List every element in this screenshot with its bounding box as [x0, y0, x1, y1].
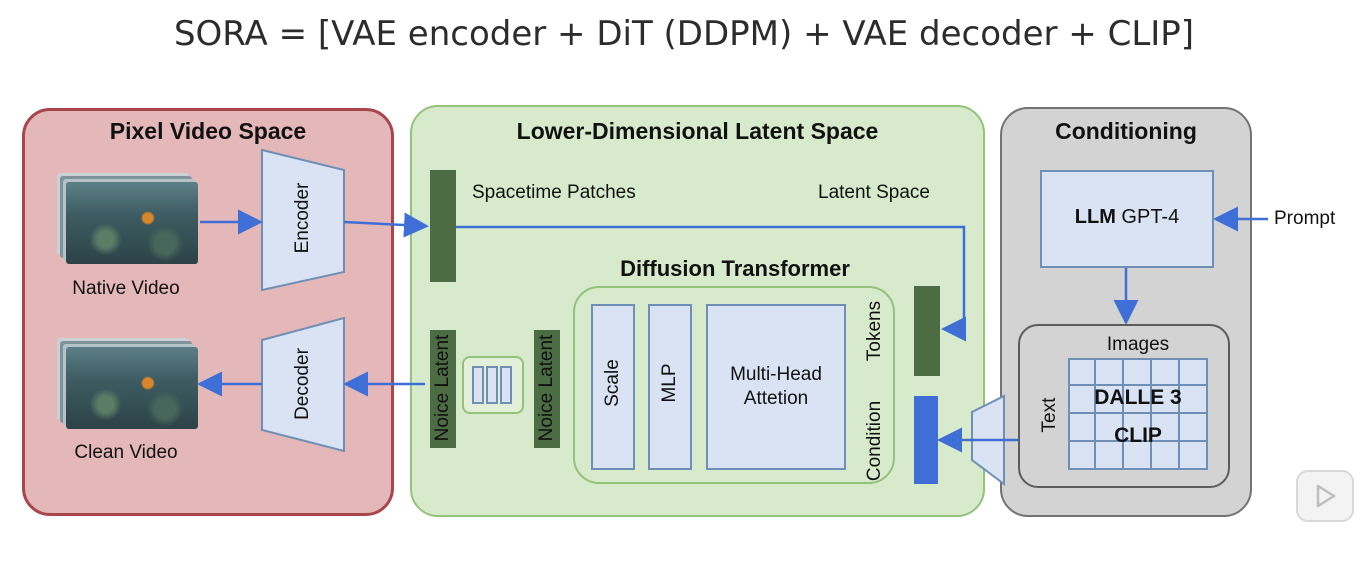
- spacetime-patches-label: Spacetime Patches: [472, 182, 636, 203]
- latent-frame: [472, 366, 484, 404]
- grid-cell: [1068, 358, 1096, 386]
- scale-label: Scale: [602, 359, 623, 407]
- mlp-block: [648, 304, 692, 470]
- clean-video-thumbnail: [66, 347, 198, 429]
- native-video-label: Native Video: [72, 278, 180, 299]
- grid-cell: [1178, 358, 1208, 386]
- arrow-encoder-to-patches: [343, 212, 429, 238]
- noise-latent-left-label: Noice Latent: [432, 334, 453, 442]
- latent-panel-title: Lower-Dimensional Latent Space: [516, 118, 879, 144]
- tokens-label: Tokens: [864, 300, 885, 362]
- text-label: Text: [1039, 397, 1060, 433]
- play-button-icon: [1316, 484, 1336, 508]
- clip-label: CLIP: [1114, 424, 1162, 447]
- scale-block: [591, 304, 635, 470]
- latent-frame: [500, 366, 512, 404]
- diagram-title: SORA = [VAE encoder + DiT (DDPM) + VAE d…: [173, 14, 1195, 54]
- encoder-label: Encoder: [292, 182, 313, 254]
- diffusion-transformer-title: Diffusion Transformer: [620, 256, 850, 281]
- attention-label-line2: Attetion: [743, 388, 809, 409]
- latent-space-label: Latent Space: [818, 182, 930, 203]
- llm-bold-label: LLM: [1074, 206, 1116, 228]
- llm-model-label: GPT-4: [1121, 206, 1180, 228]
- mlp-label: MLP: [659, 363, 680, 403]
- pixel-panel-title: Pixel Video Space: [109, 118, 307, 144]
- encoder-shape: [261, 148, 345, 292]
- decoder-shape: [261, 316, 345, 453]
- latent-stack: [462, 356, 524, 414]
- grid-cell: [1094, 358, 1124, 386]
- latent-frame: [486, 366, 498, 404]
- conditioning-panel-title: Conditioning: [1055, 118, 1197, 144]
- grid-cell: [1150, 358, 1180, 386]
- decoder-label: Decoder: [292, 348, 313, 420]
- noise-latent-right-label: Noice Latent: [536, 334, 557, 442]
- play-button[interactable]: [1296, 470, 1354, 522]
- spacetime-patches-bar: [430, 170, 456, 282]
- grid-cell: [1178, 440, 1208, 470]
- arrow-patches-to-tokens: [456, 225, 966, 342]
- llm-box: [1040, 170, 1214, 268]
- grid-cell: [1178, 412, 1208, 442]
- prompt-label: Prompt: [1274, 208, 1336, 229]
- grid-cell: [1068, 440, 1096, 470]
- clean-video-label: Clean Video: [74, 442, 178, 463]
- grid-cell: [1094, 440, 1124, 470]
- condition-label: Condition: [864, 400, 885, 482]
- clip-grid: [1068, 358, 1208, 470]
- condition-bar: [914, 396, 938, 484]
- diffusion-transformer-box: [573, 286, 895, 484]
- dalle-label: DALLE 3: [1094, 386, 1182, 409]
- noise-latent-right-bar: [534, 330, 560, 448]
- llm-text: LLM GPT-4: [1040, 206, 1214, 229]
- images-label: Images: [1106, 334, 1170, 355]
- attention-label-line1: Multi-Head: [730, 364, 822, 385]
- grid-cell: [1122, 358, 1152, 386]
- native-video-thumbnail: [66, 182, 198, 264]
- multi-head-attention-block: [706, 304, 846, 470]
- noise-latent-left-bar: [430, 330, 456, 448]
- tokens-bar: [914, 286, 940, 376]
